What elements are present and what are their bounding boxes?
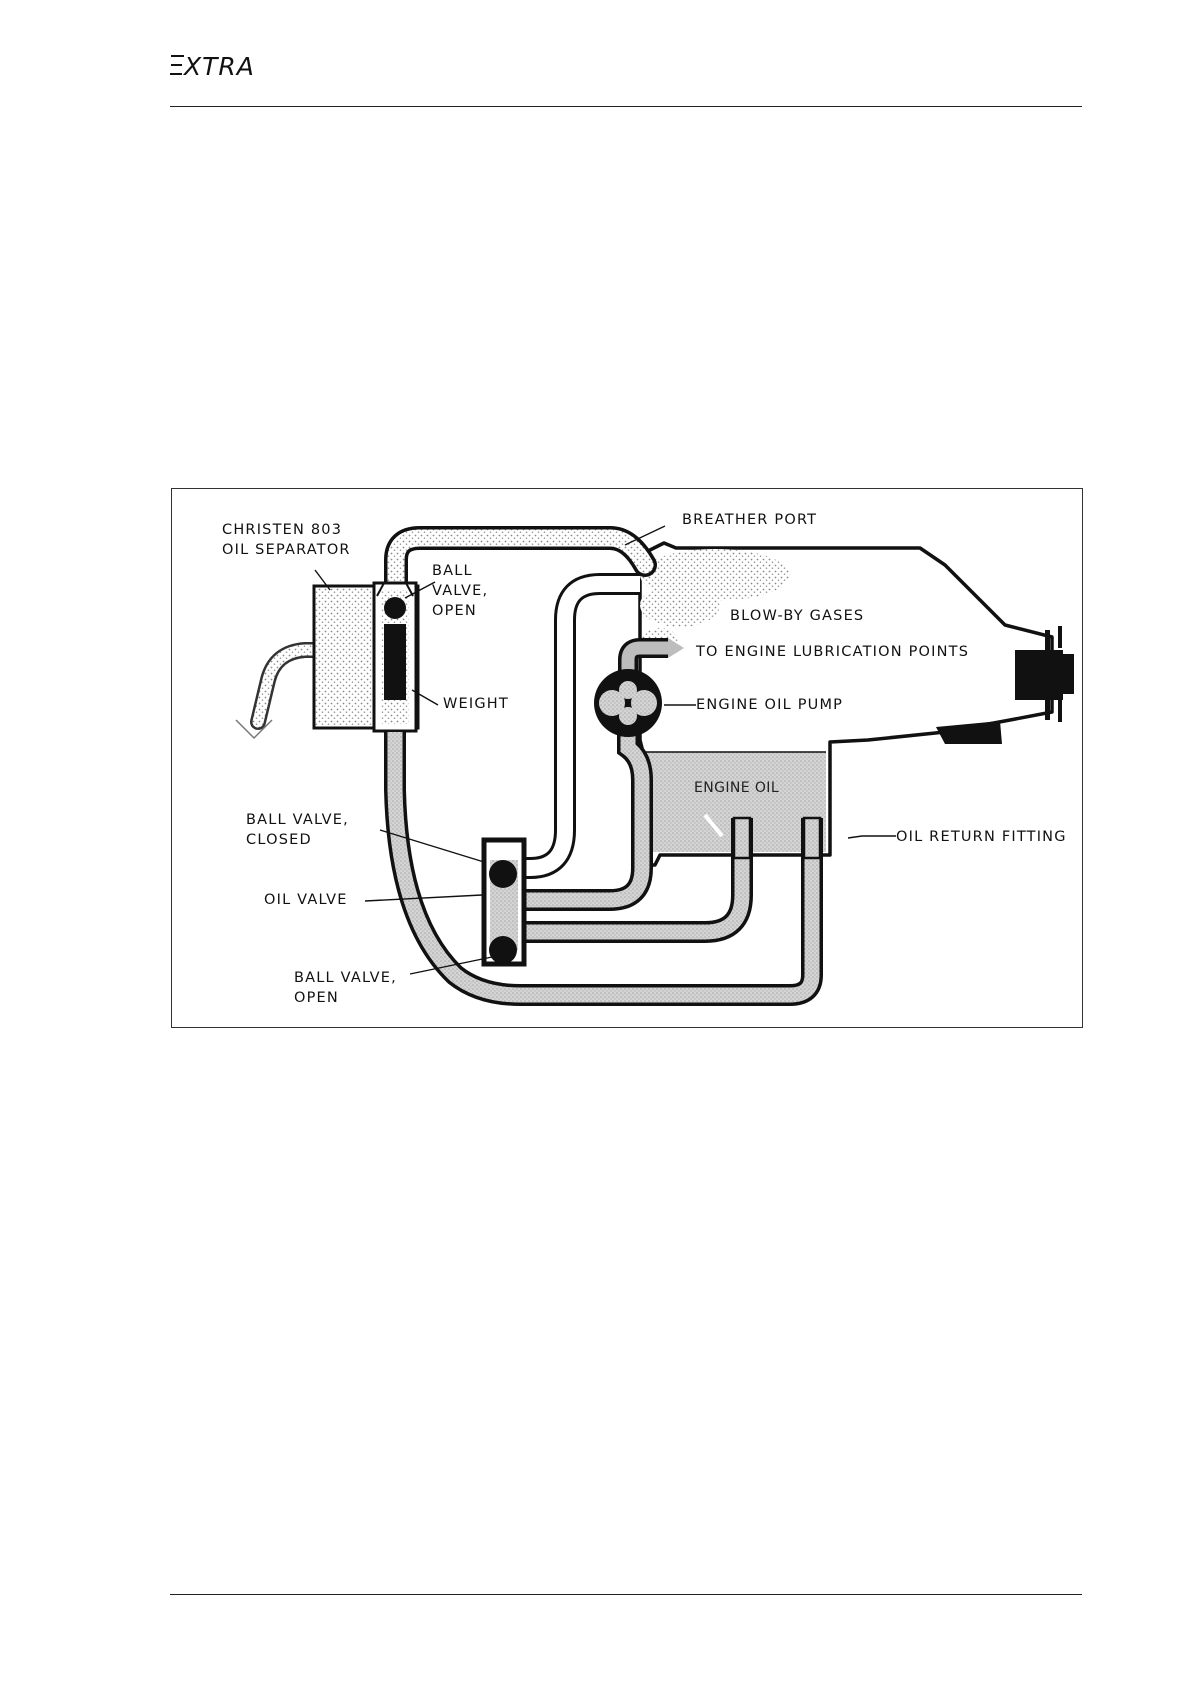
separator-weight [384, 624, 406, 700]
oil-valve [484, 840, 524, 964]
label-ball-valve-open-1: BALL VALVE, [294, 970, 397, 986]
label-engine-oil-pump: ENGINE OIL PUMP [696, 697, 843, 713]
label-blow-by-gases: BLOW-BY GASES [730, 608, 864, 624]
separator-ball-valve [384, 597, 406, 619]
label-ball-valve-top-1: BALL [432, 563, 473, 579]
label-engine-oil: ENGINE OIL [694, 780, 779, 796]
label-ball-valve-closed-1: BALL VALVE, [246, 812, 349, 828]
oil-valve-ball-open [489, 936, 517, 964]
oil-valve-ball-closed [489, 860, 517, 888]
label-oil-return-fitting: OIL RETURN FITTING [896, 829, 1067, 845]
label-breather-port: BREATHER PORT [682, 512, 817, 528]
label-ball-valve-closed-2: CLOSED [246, 832, 312, 848]
label-ball-valve-top-2: VALVE, [432, 583, 488, 599]
oil-separator [314, 583, 418, 731]
label-separator-2: OIL SEPARATOR [222, 542, 351, 558]
label-oil-valve: OIL VALVE [264, 892, 348, 908]
engine-oil-pump [594, 669, 662, 737]
label-weight: WEIGHT [443, 696, 509, 712]
label-ball-valve-open-2: OPEN [294, 990, 339, 1006]
label-ball-valve-top-3: OPEN [432, 603, 477, 619]
label-separator-1: CHRISTEN 803 [222, 522, 342, 538]
label-lubrication-points: TO ENGINE LUBRICATION POINTS [695, 644, 969, 660]
